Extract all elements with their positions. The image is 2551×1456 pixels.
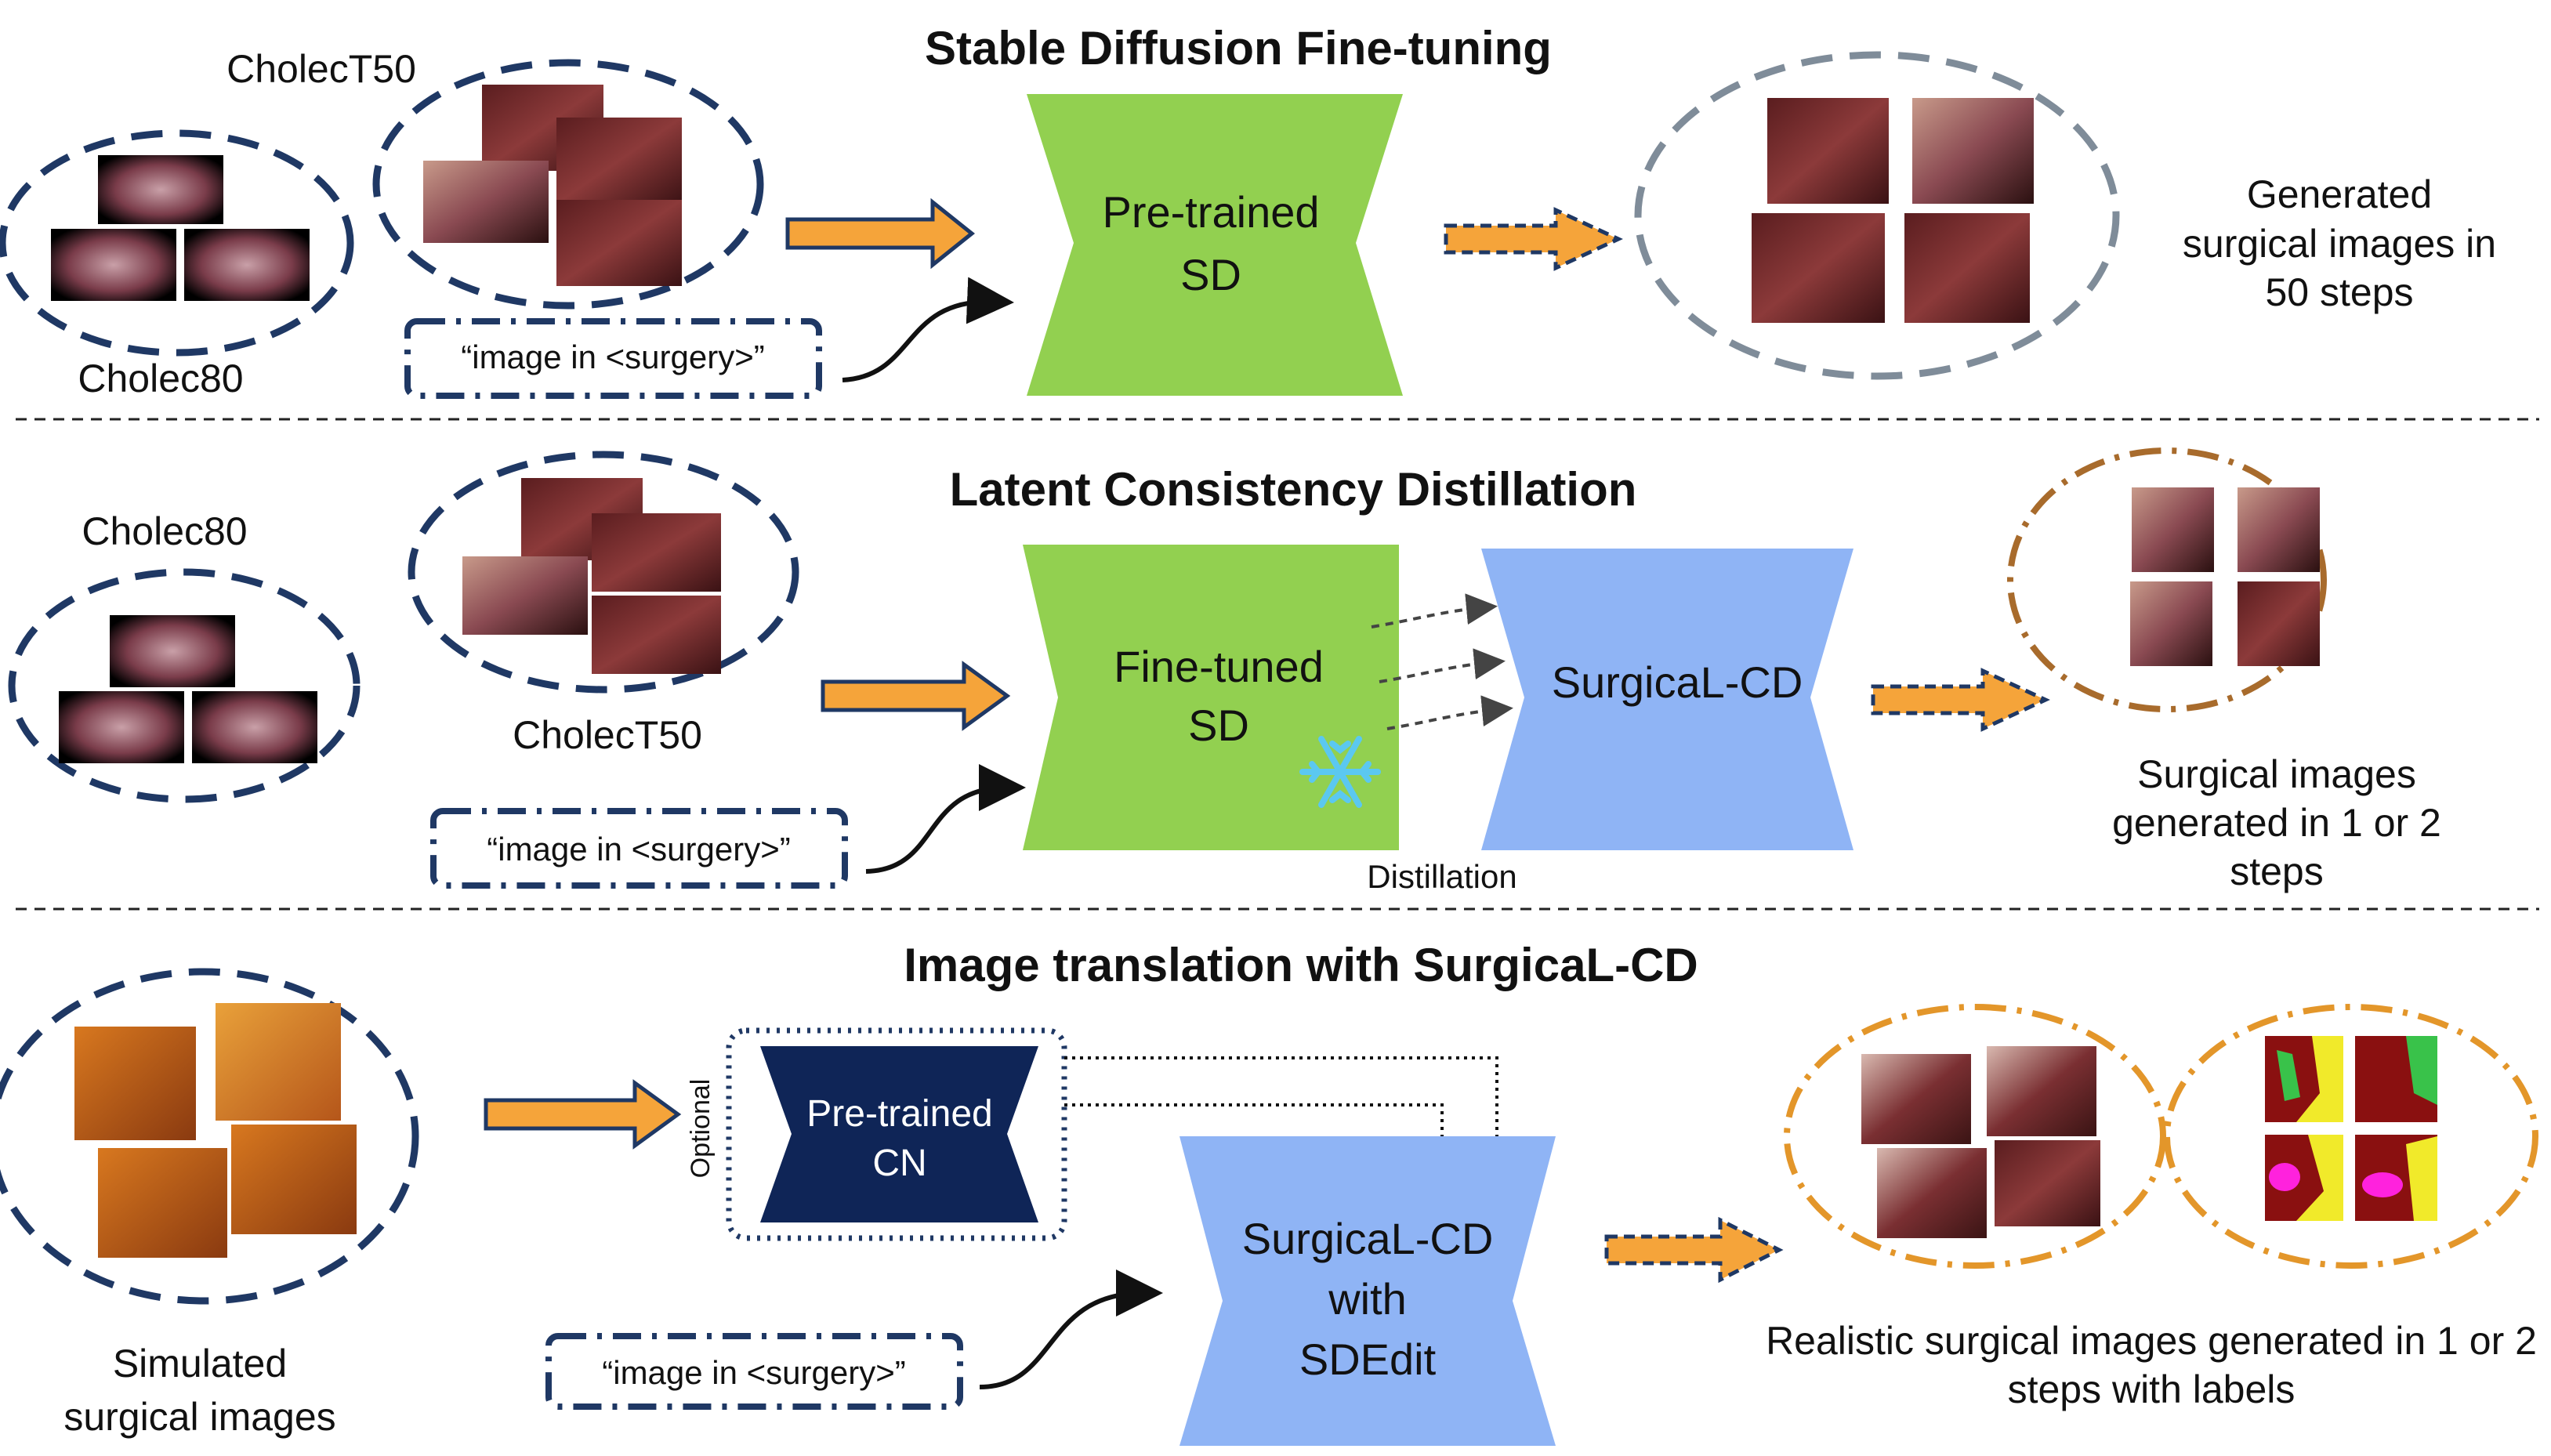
svg-text:Realistic surgical images gene: Realistic surgical images generated in 1…: [1766, 1319, 2537, 1363]
prompt-arrow-2: [865, 764, 1026, 874]
generated-label-1: Generated surgical images in 50 steps: [2183, 172, 2496, 314]
generated-images-group-1: [1634, 51, 2120, 380]
prompt-box-2: “image in <surgery>”: [430, 808, 848, 889]
simulated-images-group: [0, 968, 419, 1305]
simulated-label: Simulated surgical images: [63, 1342, 335, 1439]
dataset-label-cholect50-2: CholecT50: [513, 713, 702, 757]
dataset-label-cholec80-2: Cholec80: [82, 509, 247, 553]
svg-text:SurgicaL-CD: SurgicaL-CD: [1242, 1214, 1494, 1263]
svg-text:Generated: Generated: [2247, 172, 2432, 216]
svg-text:Pre-trained: Pre-trained: [806, 1093, 992, 1135]
arrow-right-icon: [1444, 207, 1623, 271]
section3-title: Image translation with SurgicaL-CD: [904, 939, 1698, 991]
svg-text:surgical images in: surgical images in: [2183, 222, 2496, 266]
generated-images-group-2: [2007, 447, 2327, 712]
svg-text:generated in 1 or 2: generated in 1 or 2: [2112, 801, 2441, 845]
svg-text:SD: SD: [1188, 701, 1249, 750]
cholect50-image-group-2: [408, 451, 799, 694]
prompt-box-3: “image in <surgery>”: [545, 1333, 963, 1410]
snowflake-icon: [1299, 736, 1381, 808]
generated-label-2: Surgical images generated in 1 or 2 step…: [2112, 752, 2441, 893]
cholec80-image-group-2: [8, 568, 361, 803]
cn-control-arrows: [1064, 1056, 1513, 1204]
svg-text:steps: steps: [2230, 849, 2324, 893]
svg-text:surgical images: surgical images: [63, 1395, 335, 1439]
cholec80-image-group: [0, 129, 354, 357]
svg-text:“image in <surgery>”: “image in <surgery>”: [461, 339, 765, 375]
svg-text:Fine-tuned: Fine-tuned: [1114, 642, 1324, 691]
svg-text:SDEdit: SDEdit: [1299, 1335, 1437, 1384]
arrow-right-icon: [484, 1079, 682, 1150]
svg-text:Simulated: Simulated: [113, 1342, 287, 1385]
svg-text:“image in <surgery>”: “image in <surgery>”: [487, 831, 791, 867]
svg-text:SurgicaL-CD: SurgicaL-CD: [1552, 657, 1803, 707]
arrow-right-icon: [1871, 668, 2050, 732]
pretrained-cn-block: Pre-trained CN: [726, 1027, 1067, 1241]
prompt-arrow-3: [979, 1269, 1163, 1389]
label-masks-group: [2164, 1004, 2538, 1269]
prompt-arrow-1: [842, 277, 1014, 382]
section2-title: Latent Consistency Distillation: [950, 463, 1637, 516]
svg-text:50 steps: 50 steps: [2265, 270, 2413, 314]
svg-text:with: with: [1328, 1274, 1407, 1324]
prompt-box-1: “image in <surgery>”: [404, 318, 822, 399]
surgical-cd-sdedit-block: SurgicaL-CD with SDEdit: [1179, 1136, 1556, 1446]
dataset-label-cholec80: Cholec80: [78, 357, 243, 400]
pretrained-sd-block: Pre-trained SD: [1027, 94, 1403, 396]
cholect50-image-group: [372, 59, 764, 310]
section1-title: Stable Diffusion Fine-tuning: [925, 22, 1552, 74]
svg-text:SD: SD: [1180, 250, 1241, 299]
realistic-images-group: [1784, 1004, 2166, 1269]
svg-text:Surgical images: Surgical images: [2137, 752, 2416, 796]
arrow-right-icon: [821, 661, 1011, 731]
optional-label: Optional: [686, 1079, 716, 1179]
svg-text:Pre-trained: Pre-trained: [1102, 187, 1319, 237]
realistic-label: Realistic surgical images generated in 1…: [1766, 1319, 2537, 1411]
finetuned-sd-block: Fine-tuned SD: [1023, 545, 1399, 850]
svg-text:CN: CN: [872, 1143, 926, 1184]
distillation-arrows: [1371, 593, 1513, 730]
dataset-label-cholect50: CholecT50: [226, 47, 416, 91]
arrow-right-icon: [1604, 1216, 1784, 1284]
arrow-right-icon: [785, 197, 976, 270]
surgical-cd-block: SurgicaL-CD: [1481, 549, 1853, 850]
svg-text:“image in <surgery>”: “image in <surgery>”: [602, 1354, 906, 1391]
distillation-label: Distillation: [1367, 858, 1516, 895]
svg-text:steps with labels: steps with labels: [2008, 1367, 2296, 1411]
